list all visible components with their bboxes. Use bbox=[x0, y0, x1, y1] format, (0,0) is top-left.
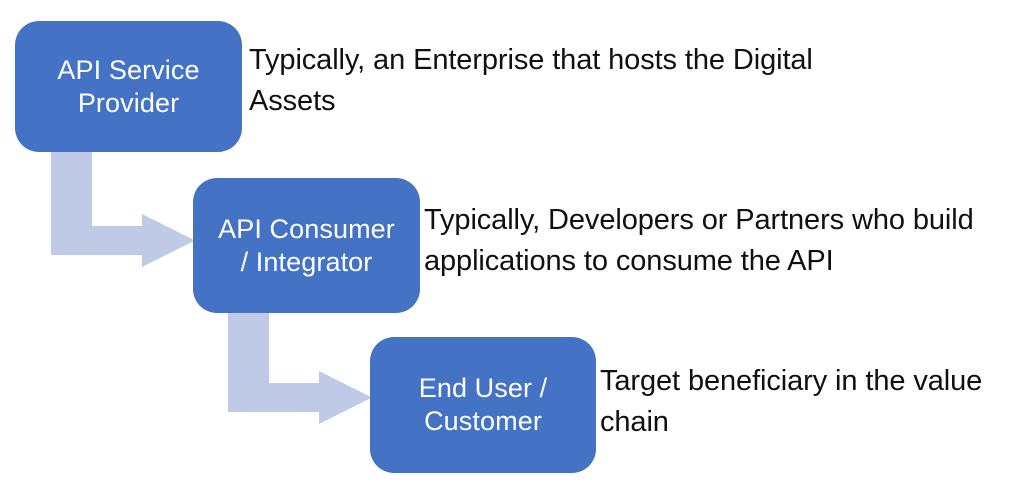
description-api-service-provider-line1: Typically, an Enterprise that hosts the bbox=[249, 44, 725, 76]
description-end-user-customer-line1: Target beneficiary in the bbox=[600, 365, 906, 397]
node-end-user-customer-line2: Customer bbox=[424, 406, 542, 436]
description-end-user-customer: Target beneficiary in the value chain bbox=[600, 361, 1020, 443]
node-end-user-customer-line1: End User / bbox=[418, 373, 548, 404]
node-api-service-provider-line1: API Service bbox=[57, 54, 200, 85]
description-end-user-customer-line2: value chain bbox=[600, 365, 983, 439]
description-api-consumer-integrator: Typically, Developers or Partners who bu… bbox=[424, 200, 1021, 282]
elbow-arrow-provider-to-consumer-icon bbox=[51, 148, 195, 267]
description-api-service-provider-line2: Digital Assets bbox=[249, 44, 813, 118]
node-api-service-provider[interactable]: API Service Provider bbox=[15, 21, 242, 152]
description-api-service-provider: Typically, an Enterprise that hosts the … bbox=[249, 40, 889, 122]
description-api-consumer-integrator-line1: Typically, Developers or Partners who bbox=[424, 204, 905, 236]
node-api-consumer-integrator-line1: API Consumer bbox=[218, 213, 395, 244]
node-api-consumer-integrator[interactable]: API Consumer / Integrator bbox=[193, 178, 420, 313]
node-end-user-customer[interactable]: End User / Customer bbox=[370, 337, 596, 473]
node-api-consumer-integrator-line2: / Integrator bbox=[240, 246, 373, 277]
description-api-consumer-integrator-line2: build applications to consume the API bbox=[424, 204, 974, 278]
elbow-arrow-consumer-to-enduser-icon bbox=[228, 305, 372, 424]
node-api-service-provider-line2: Provider bbox=[77, 87, 180, 118]
